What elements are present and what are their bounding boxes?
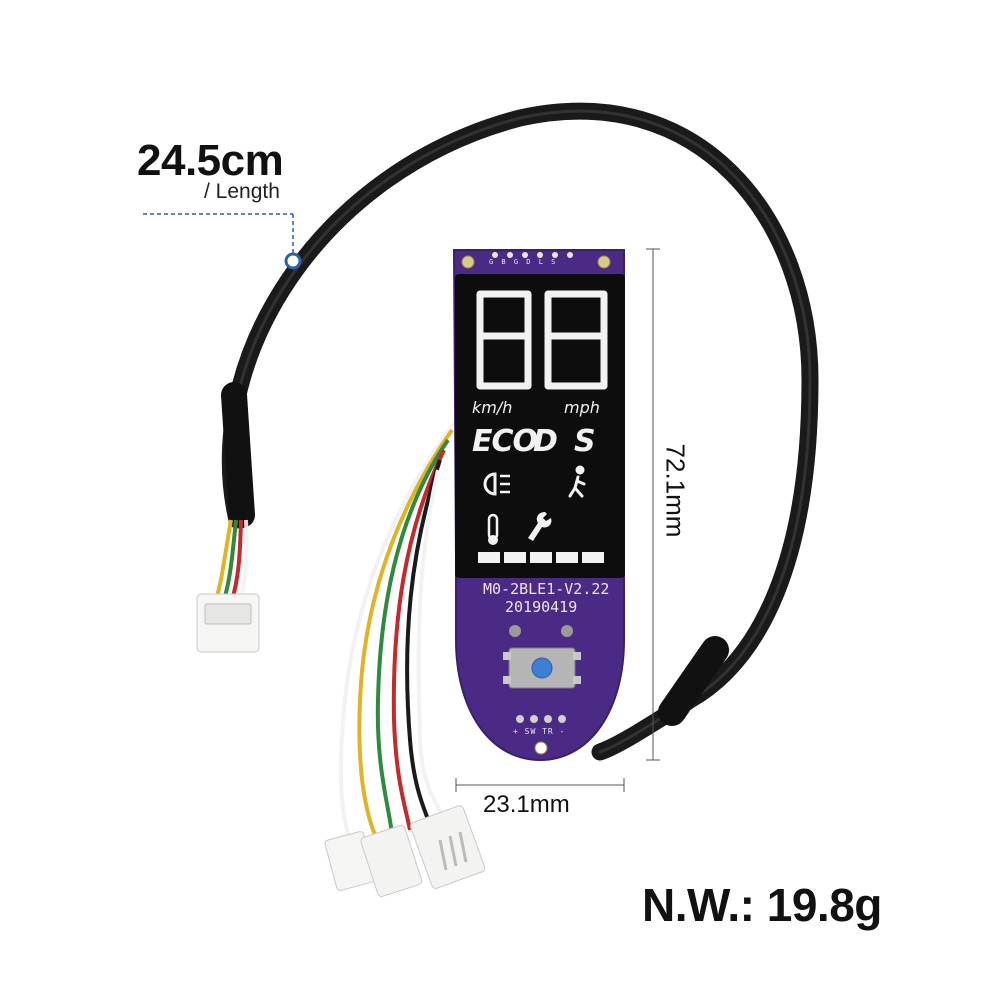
speed-digits [476, 290, 608, 390]
unit-kmh-label: km/h [472, 398, 513, 417]
pcb-top-pin-labels: G B G D L S [489, 258, 558, 266]
mode-eco-label: ECO [472, 424, 538, 459]
pcb-date-label: 20190419 [505, 598, 578, 616]
bottom-wire-bundle [324, 418, 486, 898]
width-dimension-line [455, 778, 625, 792]
left-wire-bundle [196, 519, 260, 653]
connector-plug-3 [410, 805, 486, 889]
power-button[interactable] [503, 647, 581, 689]
length-marker-dot [284, 252, 302, 270]
board-width-value: 23.1mm [483, 791, 570, 818]
main-cable [221, 102, 819, 761]
mode-s-label: S [574, 424, 596, 459]
board-height-value: 72.1mm [660, 443, 691, 538]
wrench-icon [528, 512, 552, 541]
pcb-pin-labels: + SW TR - [513, 727, 566, 736]
cable-length-value: 24.5cm [137, 136, 284, 185]
pcb-model-label: M0-2BLE1-V2.22 [483, 580, 610, 598]
unit-mph-label: mph [564, 398, 600, 417]
net-weight-label: N.W.: 19.8g [642, 879, 882, 931]
walk-icon [568, 465, 586, 498]
bottom-pin-pads [516, 715, 566, 723]
mode-d-label: D [533, 424, 558, 459]
lcd-display [455, 274, 625, 578]
connector-plug-2 [360, 824, 423, 898]
height-dimension-line [646, 248, 660, 761]
headlight-icon [483, 472, 510, 496]
length-guide [143, 213, 294, 258]
temperature-icon [487, 513, 499, 545]
cable-length-label: / Length [204, 180, 280, 203]
battery-bar [478, 552, 604, 563]
top-pin-header [492, 252, 573, 258]
